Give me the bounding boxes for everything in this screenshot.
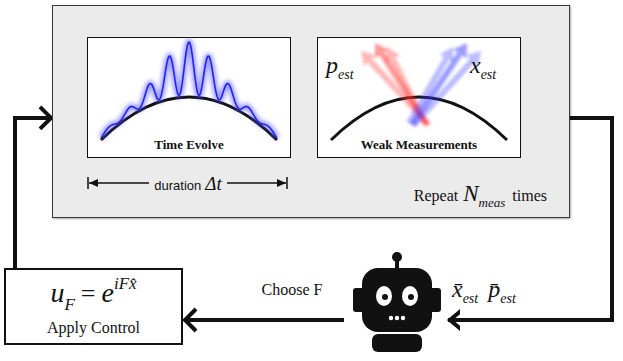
formula-part: iF [114, 274, 129, 293]
formula-part: e [101, 277, 113, 308]
estimate-label: pest [326, 52, 354, 83]
formula-part: = [81, 279, 96, 308]
duration-label: duration Δt [149, 173, 226, 195]
estimate-subscript: est [481, 67, 497, 82]
repeat-note: Repeat Nmeas times [414, 181, 547, 211]
robot-icon [340, 250, 460, 355]
repeat-text: Repeat [414, 187, 458, 204]
duration-text: duration [154, 178, 201, 193]
formula-part: F [64, 295, 74, 314]
control-formula: uF =eiFx̂ [6, 274, 181, 315]
arrow-head [185, 309, 196, 331]
measurement-box: pestxestWeak Measurements [317, 37, 521, 158]
formula-part: u [50, 277, 64, 308]
mean-subscript: est [463, 291, 479, 306]
estimate-symbol: x [470, 52, 481, 78]
mean-subscript: est [500, 291, 516, 306]
repeat-text: times [512, 187, 547, 204]
time-evolve-box: Time Evolve [87, 37, 291, 158]
estimate-symbol: p [326, 52, 338, 78]
arrow-head [40, 107, 51, 129]
repeat-text: N [463, 181, 478, 206]
edge-label: Choose F [262, 281, 323, 299]
connector-line [15, 118, 51, 268]
box-caption: Time Evolve [88, 137, 290, 153]
mean-symbol: x̄ [452, 276, 463, 302]
box-caption: Apply Control [6, 319, 181, 337]
feedback-connector [15, 107, 51, 268]
formula-part: x̂ [129, 274, 137, 293]
duration-symbol: Δt [205, 173, 221, 194]
estimate-label: xest [470, 52, 496, 83]
loop-panel: Time EvolvepestxestWeak MeasurementsRepe… [52, 5, 570, 218]
control-box: uF =eiFx̂ Apply Control [4, 268, 183, 345]
feedback-label: x̄estp̄est [452, 276, 516, 307]
repeat-text: meas [479, 195, 506, 210]
mean-symbol: p̄ [488, 276, 500, 302]
box-caption: Weak Measurements [318, 137, 520, 153]
estimate-subscript: est [338, 67, 354, 82]
